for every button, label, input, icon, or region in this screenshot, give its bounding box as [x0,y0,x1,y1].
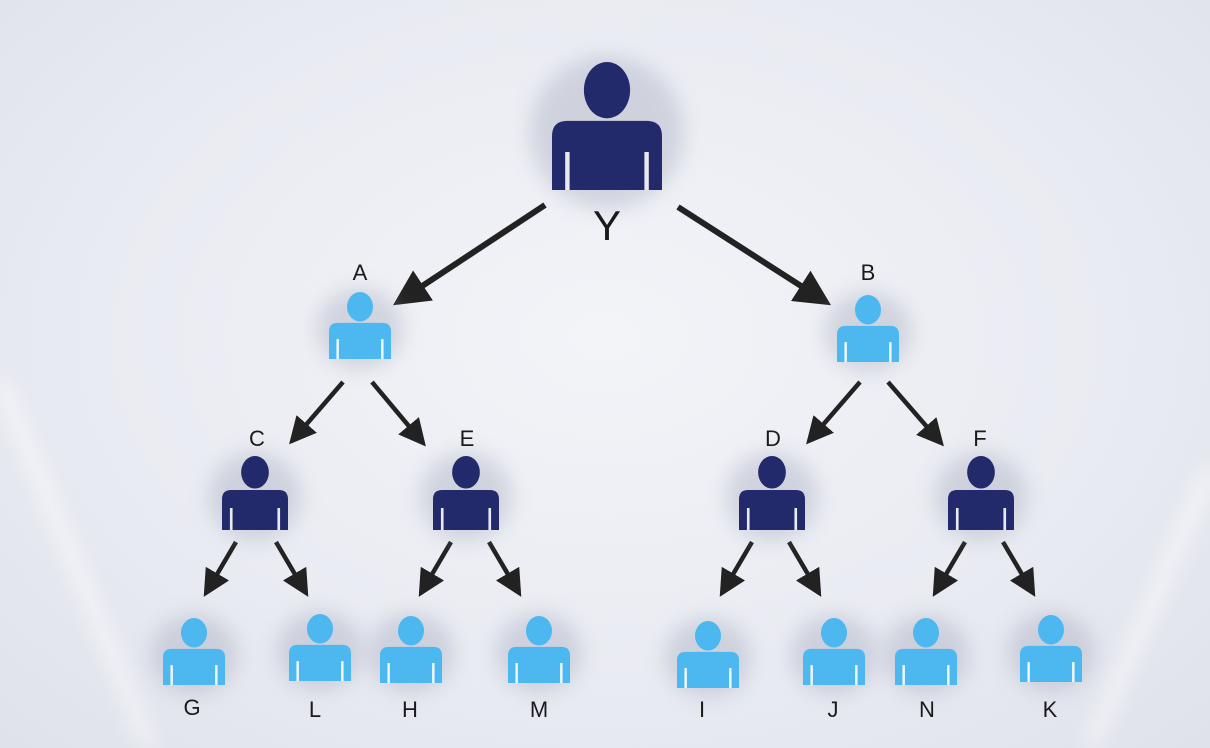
person-icon-light [150,614,238,696]
node-H: H [367,612,455,722]
arrow-F-to-N [932,540,967,597]
node-label: J [828,697,839,722]
person-icon-dark [208,452,302,542]
arrow-E-to-M [487,540,522,597]
person-icon-light [664,617,752,699]
node-label: D [765,426,781,451]
person-icon-light [316,288,404,370]
node-L: L [276,610,364,722]
node-D: D [725,426,819,542]
arrow-Y-to-A [392,202,547,306]
arrow-A-to-C [289,380,345,445]
arrow-Y-to-B [676,204,832,306]
arrow-A-to-E [370,380,426,447]
person-icon-dark [934,452,1028,542]
person-icon-dark [725,452,819,542]
node-label: F [973,426,986,451]
node-C: C [208,426,302,542]
node-label: I [699,697,705,722]
node-label: K [1043,697,1058,722]
node-J: J [790,614,878,722]
arrow-D-to-I [719,540,754,597]
node-I: I [664,617,752,722]
person-icon-dark [530,55,684,210]
node-label: E [460,426,475,451]
person-icon-light [1007,611,1095,693]
person-icon-light [276,610,364,692]
person-icon-light [367,612,455,694]
node-M: M [495,612,583,722]
person-icon-dark [419,452,513,542]
node-label: G [183,695,200,720]
node-N: N [882,614,970,722]
arrow-E-to-H [418,540,453,597]
arrow-C-to-G [203,540,238,597]
arrow-C-to-L [274,540,309,597]
node-label: M [530,697,548,722]
node-G: G [150,614,238,720]
person-icon-light [882,614,970,696]
node-E: E [419,426,513,542]
background-light-streaks [0,378,1210,748]
node-label: B [861,260,876,285]
arrow-B-to-D [806,380,862,445]
arrow-D-to-J [787,540,822,597]
node-label: C [249,426,265,451]
node-label: L [309,697,321,722]
node-label: Y [593,202,621,249]
node-label: N [919,697,935,722]
arrow-F-to-K [1001,540,1036,597]
person-icon-light [824,291,912,373]
node-Y: Y [530,55,684,249]
node-label: A [353,260,368,285]
arrow-B-to-F [886,380,944,447]
node-A: A [316,260,404,370]
node-label: H [402,697,418,722]
node-B: B [824,260,912,373]
node-F: F [934,426,1028,542]
person-icon-light [495,612,583,694]
node-K: K [1007,611,1095,722]
person-icon-light [790,614,878,696]
